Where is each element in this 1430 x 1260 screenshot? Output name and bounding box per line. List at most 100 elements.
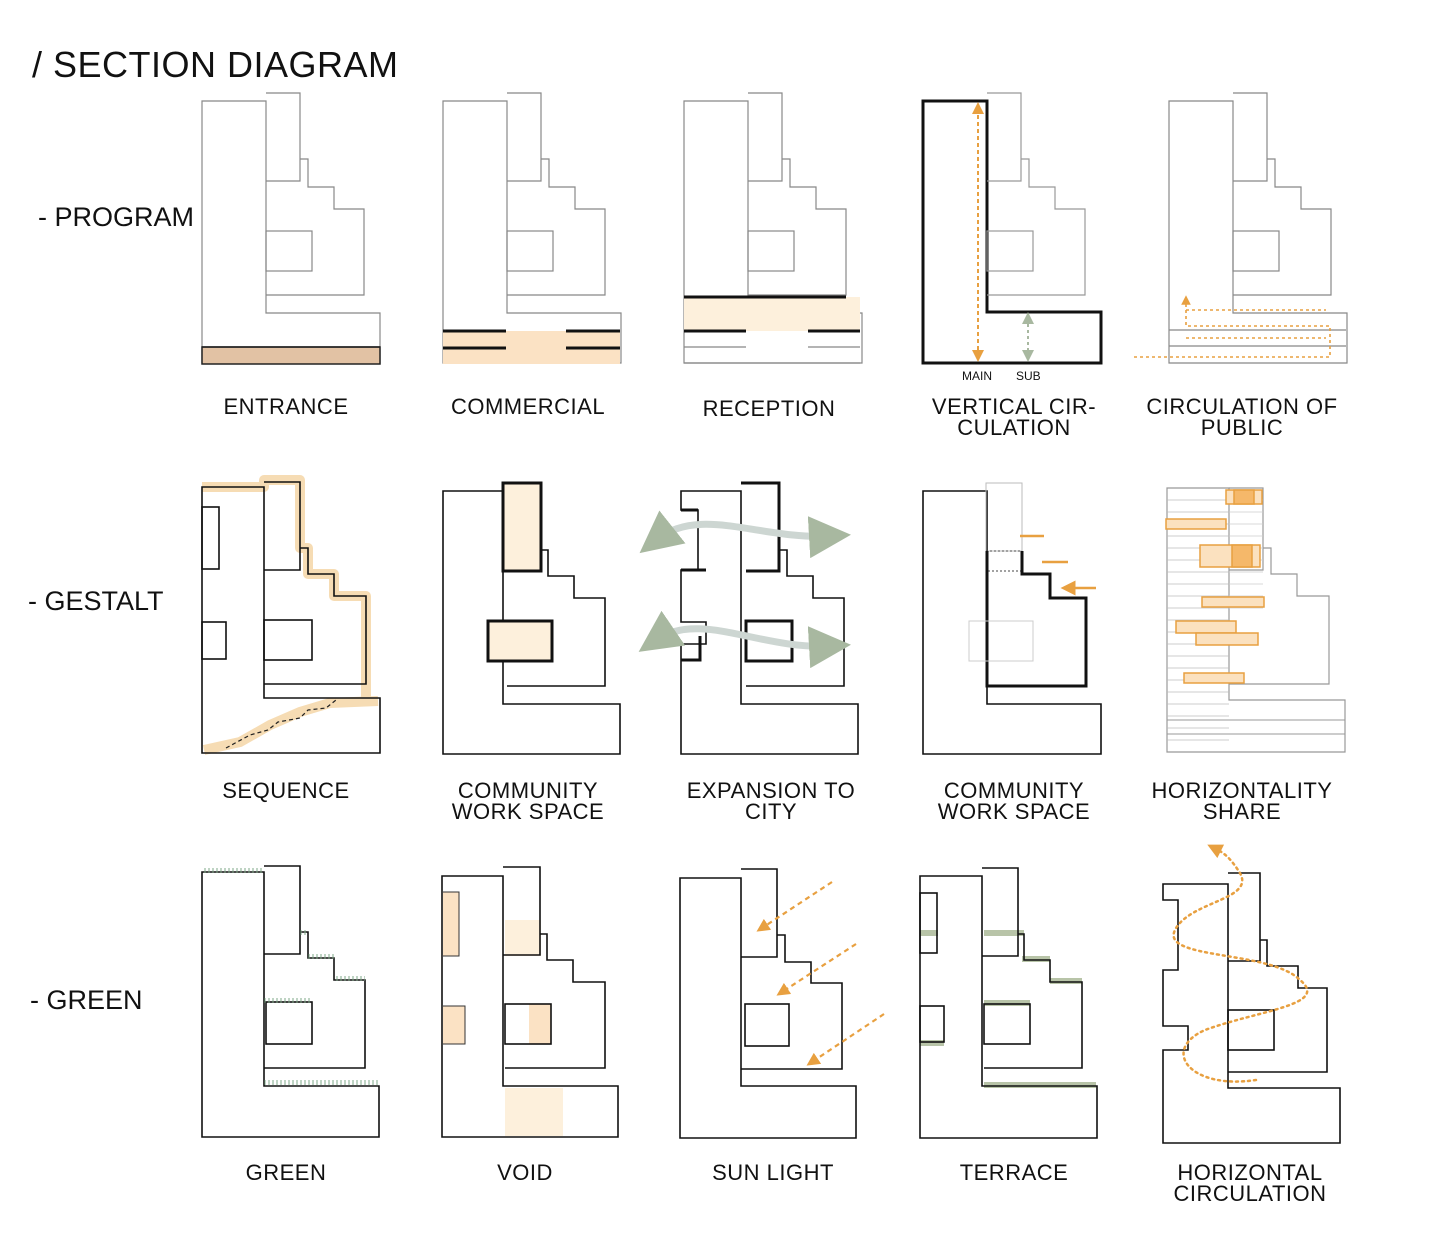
terrace-strip <box>984 1000 1030 1006</box>
building-outline <box>201 486 381 754</box>
void-fill <box>505 920 541 956</box>
diagram-green <box>201 865 380 1138</box>
terrace-strip <box>920 930 938 936</box>
caption-vertical-circulation: VERTICAL CIR- CULATION <box>931 394 1097 440</box>
diagram-circulation-public <box>1134 92 1348 364</box>
void-fill <box>529 1004 551 1044</box>
reception-fill <box>684 297 860 331</box>
tower-outline <box>1233 92 1268 182</box>
sub-label: SUB <box>1016 369 1041 383</box>
community-box-lower <box>486 619 554 663</box>
tower-outline <box>507 92 542 182</box>
inner-room <box>1232 230 1280 272</box>
terrace-strip <box>1022 956 1050 962</box>
stepped-profile <box>748 158 847 296</box>
green-roof <box>334 976 365 981</box>
tower-outline <box>264 481 301 571</box>
share-box <box>1233 489 1255 505</box>
void-box <box>201 506 220 570</box>
building-outline <box>201 871 380 1138</box>
expansion-edge <box>681 636 702 662</box>
main-label: MAIN <box>962 369 992 383</box>
expansion-edge <box>681 508 706 572</box>
diagram-community-2 <box>922 482 1102 755</box>
terrace-strip <box>984 1082 1096 1088</box>
building-outline <box>679 877 857 1139</box>
tower-outline <box>741 868 778 958</box>
sun-ray <box>756 881 833 932</box>
void-box <box>919 892 938 954</box>
green-roof <box>300 930 308 935</box>
stepped-profile <box>984 933 1083 1069</box>
caption-reception: RECEPTION <box>702 396 836 421</box>
public-path-2 <box>1186 309 1326 339</box>
community-arrows <box>1020 534 1096 588</box>
building-outline <box>1162 883 1341 1144</box>
diagram-terrace <box>919 867 1098 1139</box>
stepped-profile <box>266 158 365 296</box>
inner-room <box>506 230 554 272</box>
caption-sequence: SEQUENCE <box>222 778 350 803</box>
expansion-arrow <box>638 610 851 669</box>
building-outline <box>1168 100 1348 364</box>
vertical-outline <box>921 99 1103 365</box>
inner-room <box>265 1001 313 1045</box>
caption-sun-light: SUN LIGHT <box>712 1160 834 1185</box>
stepped-profile <box>1233 158 1332 296</box>
row-label-program: - PROGRAM <box>38 202 195 232</box>
green-roof <box>308 954 334 959</box>
caption-void: VOID <box>497 1160 553 1185</box>
inner-room <box>986 230 1034 272</box>
caption-horizontal-circulation: HORIZONTAL CIRCULATION <box>1173 1160 1327 1206</box>
sun-ray <box>776 943 857 996</box>
share-box <box>1183 672 1245 684</box>
void-fill <box>443 892 459 956</box>
inner-room <box>1227 1009 1275 1051</box>
ghost-box <box>968 620 1034 662</box>
void-edges <box>443 891 466 1045</box>
tower-ghost <box>985 482 1023 552</box>
diagram-vertical-circulation <box>921 92 1103 365</box>
sun-ray <box>806 1013 885 1066</box>
share-box <box>1165 518 1227 530</box>
caption-circulation-of-public: CIRCULATION OF PUBLIC <box>1146 394 1338 440</box>
stepped-profile <box>264 547 367 685</box>
reception-floors <box>684 346 860 364</box>
public-floors <box>1169 329 1346 347</box>
tower-outline <box>264 865 301 955</box>
ground-floors <box>1167 719 1345 735</box>
stepped-profile <box>507 549 606 687</box>
void-box <box>919 1005 945 1043</box>
share-box <box>1201 596 1265 608</box>
diagram-entrance <box>201 92 381 365</box>
diagram-sun-light <box>679 868 885 1139</box>
caption-entrance: ENTRANCE <box>223 394 349 419</box>
terrace-strip <box>984 930 1024 936</box>
stepped-profile <box>505 933 606 1069</box>
void-fill <box>443 1006 465 1044</box>
caption-horizontality-share: HORIZONTALITY SHARE <box>1151 778 1333 824</box>
sequence-band <box>202 475 371 702</box>
inner-room <box>744 1003 790 1047</box>
caption-terrace: TERRACE <box>959 1160 1069 1185</box>
diagram-community-1 <box>442 481 621 755</box>
diagram-void <box>441 866 619 1138</box>
stepped-profile <box>987 158 1086 296</box>
caption-expansion-to-city: EXPANSION TO CITY <box>686 778 856 824</box>
inner-room <box>747 230 795 272</box>
entrance-floor <box>201 346 381 365</box>
diagram-horizontal-circulation <box>1162 844 1341 1144</box>
commercial-slabs <box>443 329 620 350</box>
public-path <box>1134 295 1331 358</box>
void-fill <box>505 1088 563 1136</box>
circulation-path <box>1172 844 1309 1083</box>
green-roof <box>264 1080 379 1085</box>
sequence-band-lower <box>202 696 379 755</box>
tower-ghost-dotted <box>985 550 1023 572</box>
stepped-profile <box>741 934 843 1070</box>
diagram-sequence <box>201 475 381 755</box>
tower-outline <box>1229 487 1264 571</box>
stepped-profile <box>507 158 606 296</box>
diagram-commercial <box>442 92 622 364</box>
